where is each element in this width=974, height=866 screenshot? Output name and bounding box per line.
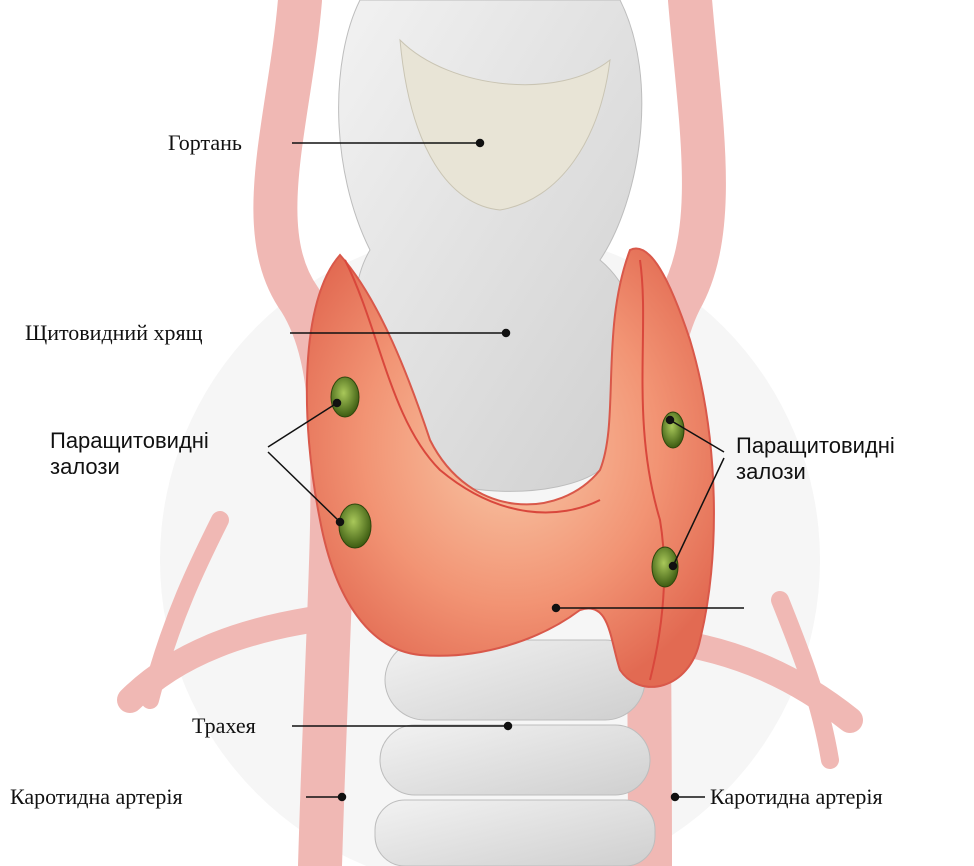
label-trachea: Трахея [192,713,256,739]
label-parathyroid-right: Паращитовидні залози [736,433,956,485]
trachea-shape [375,640,655,866]
label-parathyroid-left: Паращитовидні залози [50,428,270,480]
label-thyroid-cartilage: Щитовидний хрящ [25,320,203,346]
label-carotid-left: Каротидна артерія [10,784,183,810]
label-carotid-right: Каротидна артерія [710,784,883,810]
label-larynx: Гортань [168,130,242,156]
